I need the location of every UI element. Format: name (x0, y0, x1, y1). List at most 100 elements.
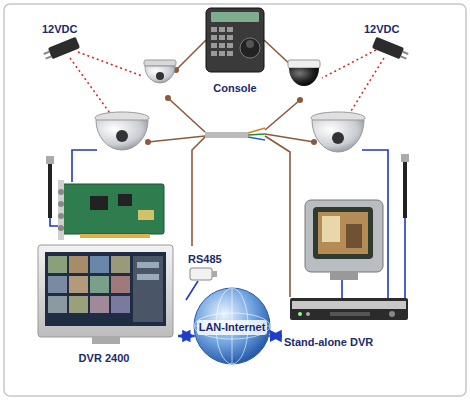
capture-card (118, 194, 132, 206)
power-wire (70, 58, 112, 116)
pc-monitor (137, 274, 159, 280)
control-wire (176, 40, 206, 70)
pc-monitor (69, 296, 88, 313)
ptz-console (227, 27, 233, 32)
coax-cable (401, 154, 409, 162)
coax-cable (48, 160, 52, 218)
pc-monitor (69, 256, 88, 273)
pc-monitor (48, 256, 130, 313)
dome-camera (312, 120, 364, 152)
coax-cable (46, 156, 54, 164)
video-wire (186, 281, 198, 300)
dome-camera (311, 112, 365, 152)
capture-card (58, 189, 64, 195)
rs485-converter (190, 268, 217, 280)
capture-card (62, 184, 164, 234)
rs485-converter (190, 268, 212, 280)
power-adapter (43, 51, 49, 55)
video-wire (50, 150, 405, 300)
pc-monitor (90, 256, 109, 273)
wire-joint (311, 139, 317, 145)
dvr-recorder (306, 312, 310, 316)
ptz-console (219, 35, 225, 40)
capture-card (58, 225, 64, 231)
dvr-recorder (292, 301, 406, 309)
power-adapter (45, 55, 51, 59)
frame (4, 4, 466, 396)
capture-card (90, 196, 108, 210)
dome-camera (145, 66, 175, 83)
crt-monitor (330, 272, 358, 280)
dvr-recorder (389, 311, 395, 317)
network-globe (194, 288, 270, 364)
capture-card (80, 234, 150, 238)
pc-monitor (45, 252, 166, 326)
capture-card (58, 180, 164, 240)
network-globe (194, 288, 270, 364)
dome-camera (95, 112, 149, 150)
dome-camera (288, 60, 320, 68)
coax-cable (403, 158, 407, 218)
ptz-console (219, 51, 225, 56)
video-wire (341, 280, 343, 298)
power-wire (78, 52, 142, 76)
wire-joint (165, 95, 171, 101)
control-wire (265, 100, 300, 130)
network-cable (248, 128, 265, 133)
pc-monitor (48, 256, 67, 273)
dvr-recorder (290, 298, 408, 320)
network-cable (205, 128, 265, 140)
power-adapter (400, 55, 406, 59)
crt-monitor (313, 207, 373, 259)
ptz-console (211, 51, 217, 56)
capture-card (58, 213, 64, 219)
console-node: Console (198, 4, 272, 96)
network-link (178, 335, 195, 338)
dome-camera (332, 132, 344, 144)
dvr-node: DVR 2400 (30, 240, 178, 366)
ptz-console (246, 40, 254, 48)
dvr-recorder (290, 298, 408, 320)
pc-monitor (48, 276, 67, 293)
pc-monitor (38, 245, 173, 344)
ptz-console (206, 8, 264, 72)
power-wire (348, 58, 384, 116)
pc-monitor (90, 276, 109, 293)
voltage-label: 12VDC (40, 22, 79, 37)
dome-camera (156, 72, 164, 80)
video-wire (404, 218, 406, 298)
dome-camera (288, 60, 320, 86)
wire-joint (297, 97, 303, 103)
power-adapter (372, 37, 404, 59)
ptz-console (211, 35, 217, 40)
pc-monitor (38, 245, 173, 337)
crt-monitor (305, 200, 383, 272)
node-label: Stand-alone DVR (282, 335, 375, 350)
ptz-console (219, 27, 225, 32)
ptz-console (227, 43, 233, 48)
network-node: LAN-Internet (195, 285, 270, 369)
node-label: Console (211, 81, 258, 96)
dome-camera (116, 130, 128, 142)
dome-camera (144, 60, 176, 66)
video-wire (72, 150, 97, 182)
pc-monitor (111, 296, 130, 313)
dvr-recorder (298, 312, 302, 316)
dome-camera (289, 68, 319, 86)
capture-card (58, 180, 64, 240)
wire-joint (145, 139, 151, 145)
power-adapter (402, 51, 408, 55)
control-wire (192, 137, 205, 246)
crt-monitor (318, 212, 368, 254)
capture-card (138, 210, 154, 220)
ptz-console (211, 27, 233, 56)
node-label: DVR 2400 (77, 351, 132, 366)
interface-label: RS485 (186, 252, 224, 267)
ptz-console (227, 51, 233, 56)
pc-monitor (69, 276, 88, 293)
control-wire (148, 136, 205, 142)
